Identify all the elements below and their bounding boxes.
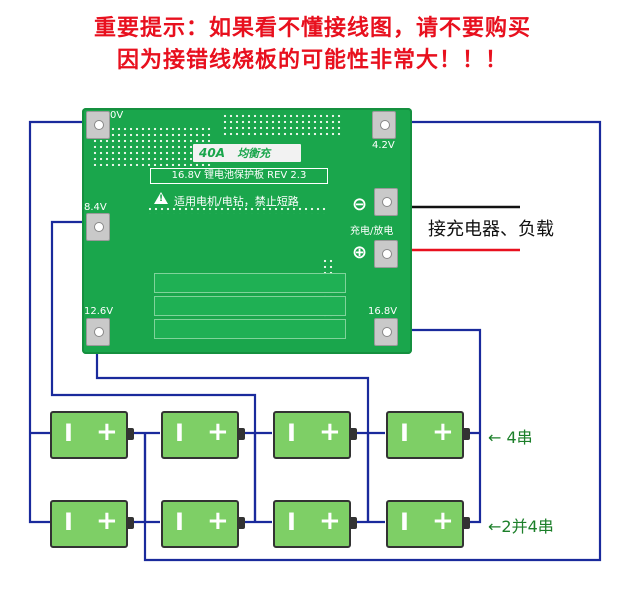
badge-40a: 40A 均衡充 <box>193 144 301 162</box>
pad-charge-positive <box>374 240 398 268</box>
minus-terminal-icon: ⊖ <box>352 194 368 215</box>
warning-line-1: 重要提示：如果看不懂接线图，请不要购买 <box>93 16 531 41</box>
cell-negative: I <box>400 419 409 447</box>
charger-load-label: 接充电器、负载 <box>428 219 554 240</box>
cell-positive: + <box>319 506 341 536</box>
mosfet-bar-1 <box>154 273 346 293</box>
cell-positive: + <box>207 417 229 447</box>
row-label-4s: ← 4串 <box>488 428 533 447</box>
badge-40a-value: 40A <box>199 146 225 160</box>
label-126v: 12.6V <box>84 306 114 317</box>
mosfet-bar-3 <box>154 319 346 339</box>
cell-negative: I <box>175 419 184 447</box>
cell-negative: I <box>175 508 184 536</box>
battery-cell: I + <box>161 411 245 459</box>
battery-cell: I + <box>273 411 357 459</box>
cell-positive: + <box>432 506 454 536</box>
label-0v: 0V <box>110 110 124 121</box>
board-title: 16.8V 锂电池保护板 REV 2.3 <box>150 168 328 184</box>
badge-40a-sub: 均衡充 <box>237 147 271 160</box>
warning-triangle-icon <box>154 192 168 204</box>
cell-positive: + <box>96 417 118 447</box>
pad-42v <box>372 111 396 139</box>
cell-negative: I <box>400 508 409 536</box>
battery-cell: I + <box>50 500 134 548</box>
cell-negative: I <box>64 508 73 536</box>
pad-168v <box>374 318 398 346</box>
row-label-2p4s: ←2并4串 <box>488 517 554 536</box>
cell-positive: + <box>96 506 118 536</box>
battery-cell: I + <box>273 500 357 548</box>
board-usage: 适用电机/电钻，禁止短路 <box>174 193 299 209</box>
plus-terminal-icon: ⊕ <box>352 242 368 263</box>
label-charge-discharge: 充电/放电 <box>350 226 394 237</box>
battery-cell: I + <box>386 411 470 459</box>
label-168v: 16.8V <box>368 306 398 317</box>
pad-0v <box>86 111 110 139</box>
cell-negative: I <box>287 419 296 447</box>
pcb-board: 0V 4.2V 8.4V 12.6V 16.8V ⊖ ⊕ 充电/放电 40A 均… <box>82 108 412 354</box>
pad-charge-negative <box>374 188 398 216</box>
label-42v: 4.2V <box>372 140 395 151</box>
battery-cell: I + <box>50 411 134 459</box>
battery-cell: I + <box>161 500 245 548</box>
warning-line-2: 因为接错线烧板的可能性非常大！！！ <box>116 48 508 73</box>
pad-84v <box>86 213 110 241</box>
cell-positive: + <box>207 506 229 536</box>
mosfet-bar-2 <box>154 296 346 316</box>
battery-cell: I + <box>386 500 470 548</box>
wire-0v <box>28 120 97 524</box>
cell-positive: + <box>319 417 341 447</box>
label-84v: 8.4V <box>84 202 107 213</box>
cell-negative: I <box>64 419 73 447</box>
cell-positive: + <box>432 417 454 447</box>
board-usage-text: 适用电机/电钻，禁止短路 <box>174 195 299 208</box>
pad-126v <box>86 318 110 346</box>
cell-negative: I <box>287 508 296 536</box>
